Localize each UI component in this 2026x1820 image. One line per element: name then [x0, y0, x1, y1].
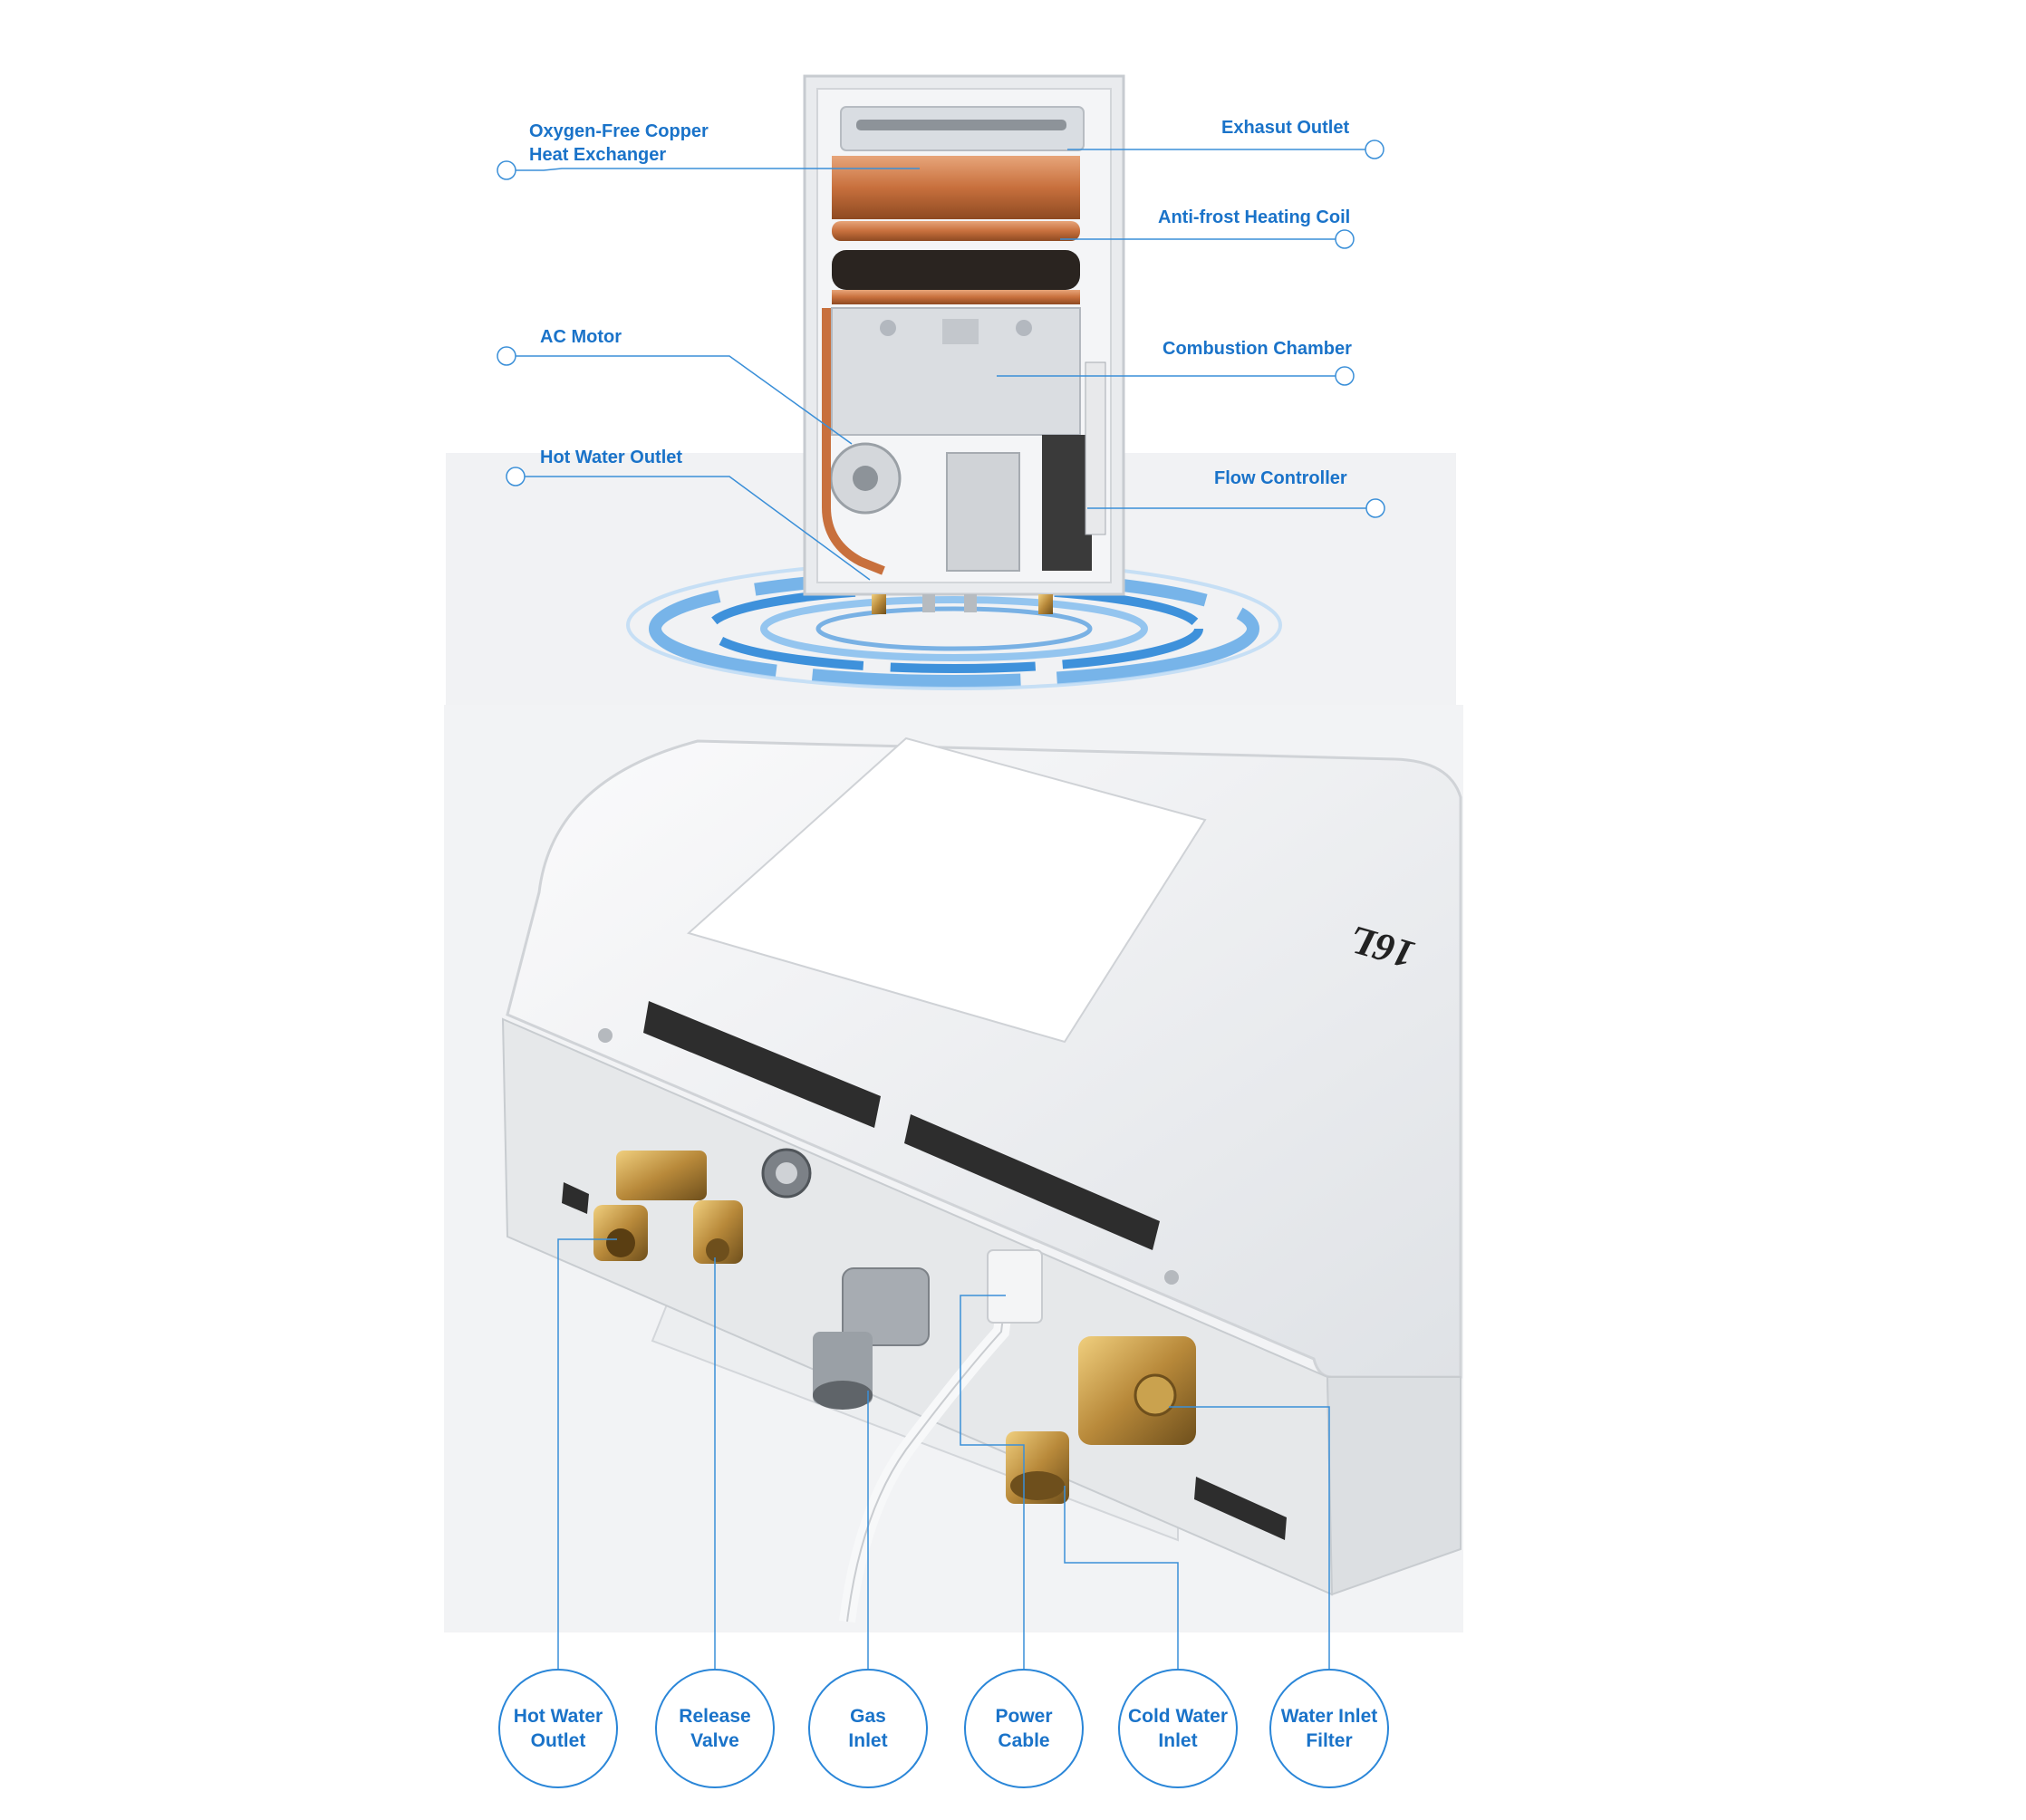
- heater-underside: [501, 737, 1462, 1623]
- circle-gas-inlet: Gas Inlet: [808, 1669, 928, 1788]
- bottom-leader-lines: [557, 1238, 1330, 1669]
- label-combustion-chamber: Combustion Chamber: [1163, 339, 1352, 359]
- circle-release-valve: Release Valve: [655, 1669, 775, 1788]
- label-copper-heat-exchanger: Oxygen-Free Copper Heat Exchanger: [529, 121, 709, 165]
- label-exhaust-outlet: Exhasut Outlet: [1221, 118, 1350, 138]
- label-flow-controller: Flow Controller: [1214, 468, 1347, 488]
- label-hot-water-outlet-top: Hot Water Outlet: [540, 448, 683, 467]
- label-antifrost-coil: Anti-frost Heating Coil: [1158, 207, 1351, 227]
- circle-water-inlet-filter: Water Inlet Filter: [1269, 1669, 1389, 1788]
- top-leader-lines: [497, 140, 1385, 581]
- heater-open-unit: [803, 74, 1125, 614]
- label-ac-motor: AC Motor: [540, 327, 622, 347]
- circle-hot-water-outlet: Hot Water Outlet: [498, 1669, 618, 1788]
- circle-power-cable: Power Cable: [964, 1669, 1084, 1788]
- circle-cold-water-inlet: Cold Water Inlet: [1118, 1669, 1238, 1788]
